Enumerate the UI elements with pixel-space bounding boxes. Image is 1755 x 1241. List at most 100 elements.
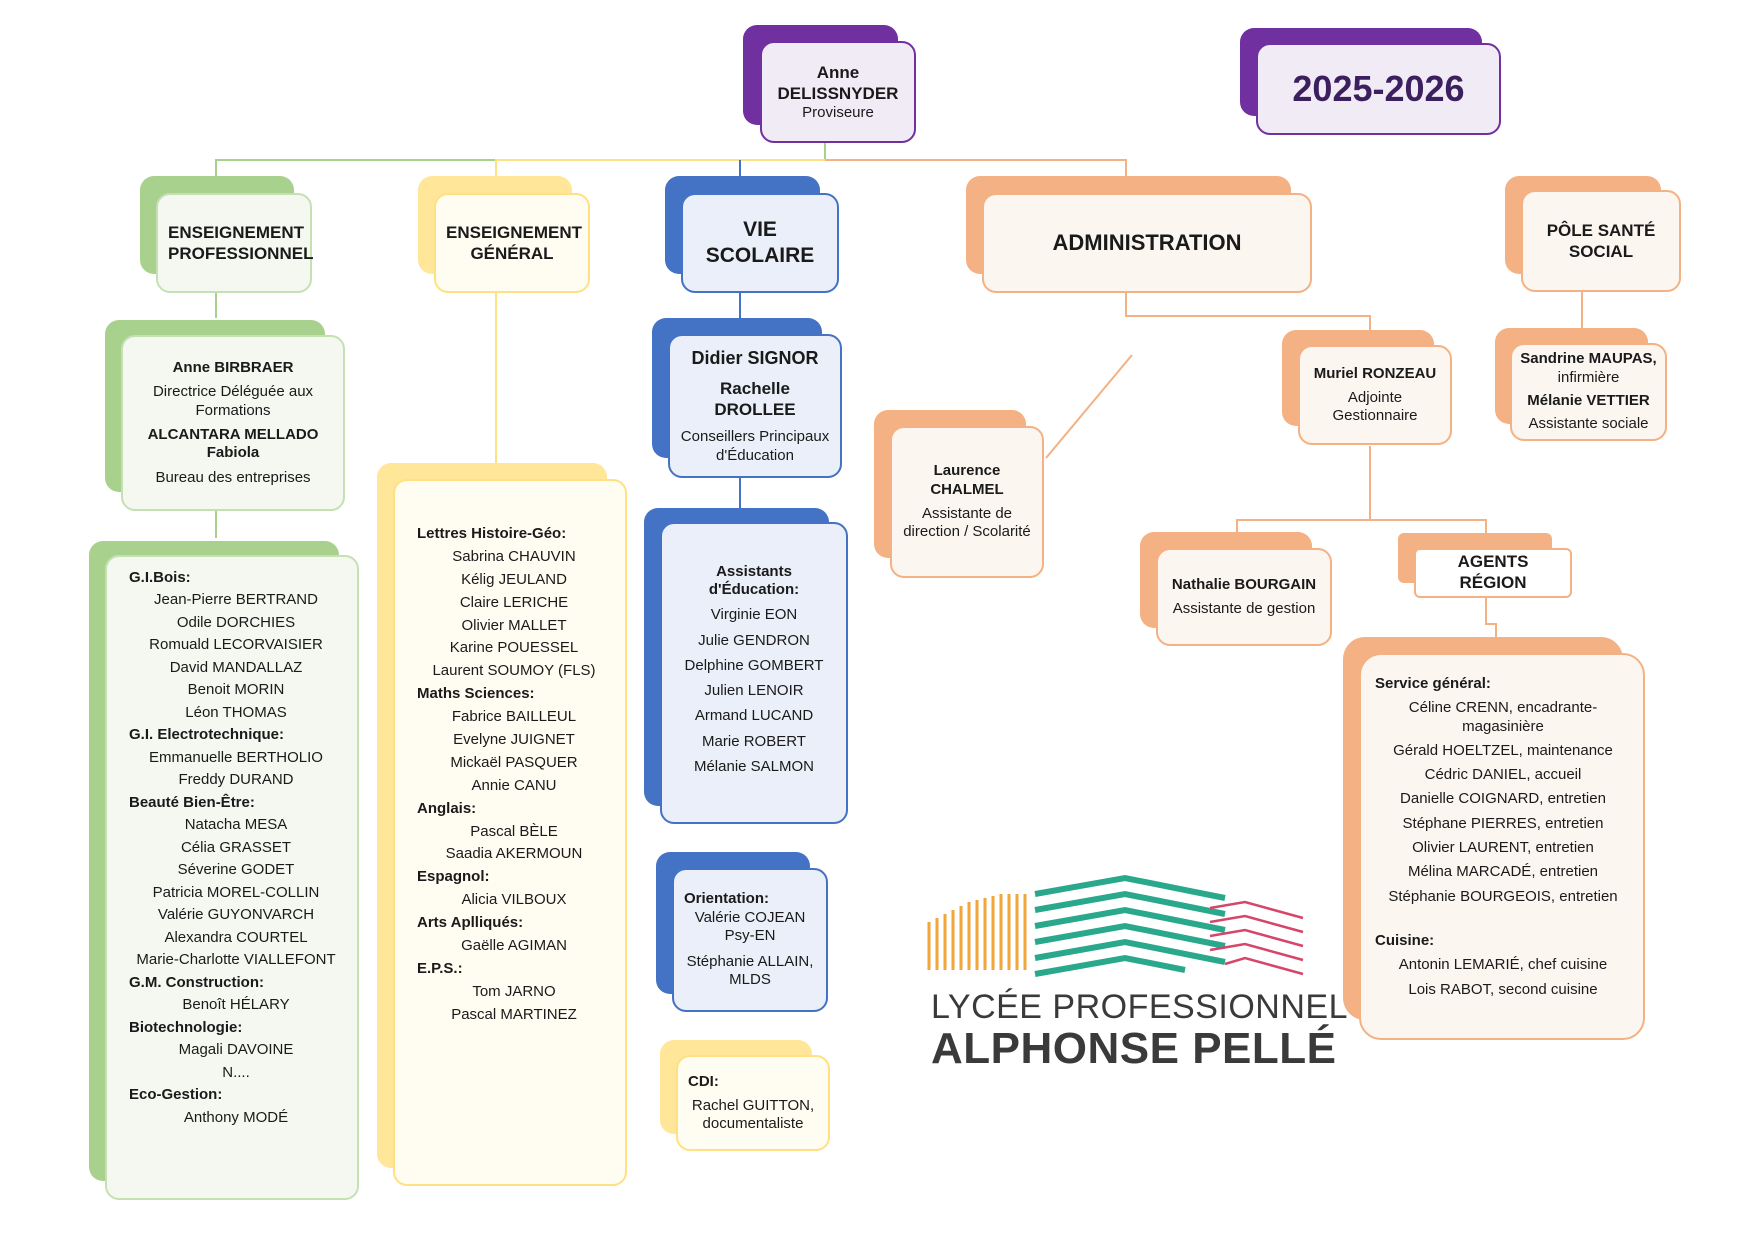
list-item: Lois RABOT, second cuisine xyxy=(1408,980,1598,998)
ens-pro-title-2: PROFESSIONNEL xyxy=(168,244,314,263)
assistante-gestion-name: Nathalie BOURGAIN xyxy=(1171,575,1317,593)
aed-item: Armand LUCAND xyxy=(694,707,814,725)
list-item: Valérie GUYONVARCH xyxy=(157,906,315,924)
list-item: Sabrina CHAUVIN xyxy=(452,547,576,565)
cdi-line-1: Rachel GUITTON, documentaliste xyxy=(691,1096,815,1133)
list-item: Antonin LEMARIÉ, chef cuisine xyxy=(1398,956,1608,974)
list-item: Fabrice BAILLEUL xyxy=(451,708,577,726)
section-title: E.P.S.: xyxy=(417,959,463,977)
assistante-direction-name: Laurence CHALMEL xyxy=(930,462,1004,498)
agents-list: Service général: Céline CRENN, encadrante… xyxy=(1375,673,1631,1005)
aed-item: Julie GENDRON xyxy=(698,631,810,649)
list-item: Natacha MESA xyxy=(184,816,288,834)
logo-line-2: ALPHONSE PELLÉ xyxy=(931,1024,1337,1073)
aed-title: Assistants d'Éducation: xyxy=(708,562,800,598)
section-title: Eco-Gestion: xyxy=(129,1086,223,1104)
list-item: Stéphane PIERRES, entretien xyxy=(1402,814,1604,832)
list-item: Alicia VILBOUX xyxy=(461,891,567,909)
aed-item: Mélanie SALMON xyxy=(693,758,815,776)
section-title: Beauté Bien-Être: xyxy=(129,793,255,811)
list-item: Tom JARNO xyxy=(472,982,556,1000)
bde-name: ALCANTARA MELLADO Fabiola xyxy=(147,426,319,462)
list-item: Annie CANU xyxy=(471,776,557,794)
ens-gen-title-1: ENSEIGNEMENT xyxy=(446,222,583,242)
list-item: Danielle COIGNARD, entretien xyxy=(1400,790,1606,808)
list-item: Léon THOMAS xyxy=(185,703,287,721)
proviseur-first-name: Anne xyxy=(816,62,860,82)
section-title: Maths Sciences: xyxy=(417,685,535,703)
cpe-name-1: Didier SIGNOR xyxy=(691,348,819,369)
aed-item: Delphine GOMBERT xyxy=(684,656,824,674)
list-item: Gaëlle AGIMAN xyxy=(461,937,567,955)
list-item: Marie-Charlotte VIALLEFONT xyxy=(136,951,336,969)
ens-gen-title-2: GÉNÉRAL xyxy=(470,244,554,263)
infirmiere-name: Sandrine MAUPAS, xyxy=(1520,350,1657,368)
assistante-direction-role: Assistante de direction / Scolarité xyxy=(903,505,1031,541)
aed-item: Julien LENOIR xyxy=(704,682,804,700)
list-item: N.... xyxy=(222,1063,250,1081)
ens-pro-list: G.I.Bois: Jean-Pierre BERTRAND Odile DORCH… xyxy=(129,567,343,1131)
section-title: Service général: xyxy=(1375,675,1491,692)
list-item: Cédric DANIEL, accueil xyxy=(1424,766,1582,784)
list-item: Mélina MARCADÉ, entretien xyxy=(1407,863,1599,881)
list-item: Odile DORCHIES xyxy=(176,613,296,631)
list-item: Freddy DURAND xyxy=(178,771,294,789)
vie-scolaire-title: VIE SCOLAIRE xyxy=(705,218,815,267)
proviseur-role: Proviseure xyxy=(802,104,874,122)
section-title: G.I.Bois: xyxy=(129,569,191,586)
assistante-gestion-role: Assistante de gestion xyxy=(1172,600,1316,617)
list-item: Alexandra COURTEL xyxy=(164,928,308,946)
list-item: Anthony MODÉ xyxy=(183,1108,289,1126)
aed-item: Virginie EON xyxy=(710,606,798,624)
section-title: Anglais: xyxy=(417,799,477,817)
list-item: Olivier LAURENT, entretien xyxy=(1412,839,1594,857)
list-item: Jean-Pierre BERTRAND xyxy=(154,591,318,609)
sante-title-2: SOCIAL xyxy=(1568,242,1634,261)
list-item: Mickaël PASQUER xyxy=(450,753,578,771)
section-title: G.I. Electrotechnique: xyxy=(129,726,285,744)
list-item: Pascal MARTINEZ xyxy=(451,1005,577,1023)
list-item: Karine POUESSEL xyxy=(449,639,579,657)
list-item: Kélig JEULAND xyxy=(461,570,567,588)
section-title: Biotechnologie: xyxy=(129,1018,243,1036)
list-item: Saadia AKERMOUN xyxy=(445,845,583,863)
assistante-sociale-name: Mélanie VETTIER xyxy=(1527,392,1650,409)
ddf-role: Directrice Déléguée aux Formations xyxy=(152,383,314,419)
orientation-title: Orientation: xyxy=(684,890,769,908)
list-item: Séverine GODET xyxy=(177,861,295,879)
list-item: Evelyne JUIGNET xyxy=(453,731,575,749)
logo-line-1: LYCÉE PROFESSIONNEL xyxy=(931,988,1348,1026)
ens-pro-title-1: ENSEIGNEMENT xyxy=(168,222,305,242)
list-item: Claire LERICHE xyxy=(459,593,569,611)
list-item: Célia GRASSET xyxy=(180,838,292,856)
list-item: Magali DAVOINE xyxy=(178,1041,294,1059)
sante-title-1: PÔLE SANTÉ xyxy=(1546,220,1656,240)
list-item: Patricia MOREL-COLLIN xyxy=(152,883,320,901)
list-item: Benoit MORIN xyxy=(187,681,285,699)
bde-role: Bureau des entreprises xyxy=(155,468,311,486)
list-item: Gérald HOELTZEL, maintenance xyxy=(1393,741,1613,759)
section-title: G.M. Construction: xyxy=(129,973,264,991)
infirmiere-role: infirmière xyxy=(1557,368,1620,386)
cpe-role: Conseillers Principaux d'Éducation xyxy=(680,428,830,464)
list-item: Céline CRENN, encadrante-magasinière xyxy=(1408,699,1598,735)
list-item: Romuald LECORVAISIER xyxy=(149,636,323,654)
ddf-name: Anne BIRBRAER xyxy=(172,359,294,377)
school-logo-icon xyxy=(927,874,1304,977)
list-item: Pascal BÈLE xyxy=(470,822,558,840)
section-title: Arts Aplliqués: xyxy=(417,914,524,932)
list-item: Olivier MALLET xyxy=(461,616,567,634)
gestionnaire-name: Muriel RONZEAU xyxy=(1313,364,1437,382)
section-title: Espagnol: xyxy=(417,868,490,886)
orientation-line-1: Valérie COJEAN Psy-EN xyxy=(694,908,806,944)
school-year: 2025-2026 xyxy=(1292,68,1465,110)
gestionnaire-role: Adjointe Gestionnaire xyxy=(1332,388,1418,425)
list-item: Stéphanie BOURGEOIS, entretien xyxy=(1388,887,1618,905)
list-item: David MANDALLAZ xyxy=(169,658,303,676)
list-item: Emmanuelle BERTHOLIO xyxy=(149,748,323,766)
proviseur-last-name: DELISSNYDER xyxy=(777,83,899,103)
administration-title: ADMINISTRATION xyxy=(1052,229,1242,255)
orientation-line-2: Stéphanie ALLAIN, MLDS xyxy=(686,953,814,989)
section-title: Cuisine: xyxy=(1375,931,1435,949)
